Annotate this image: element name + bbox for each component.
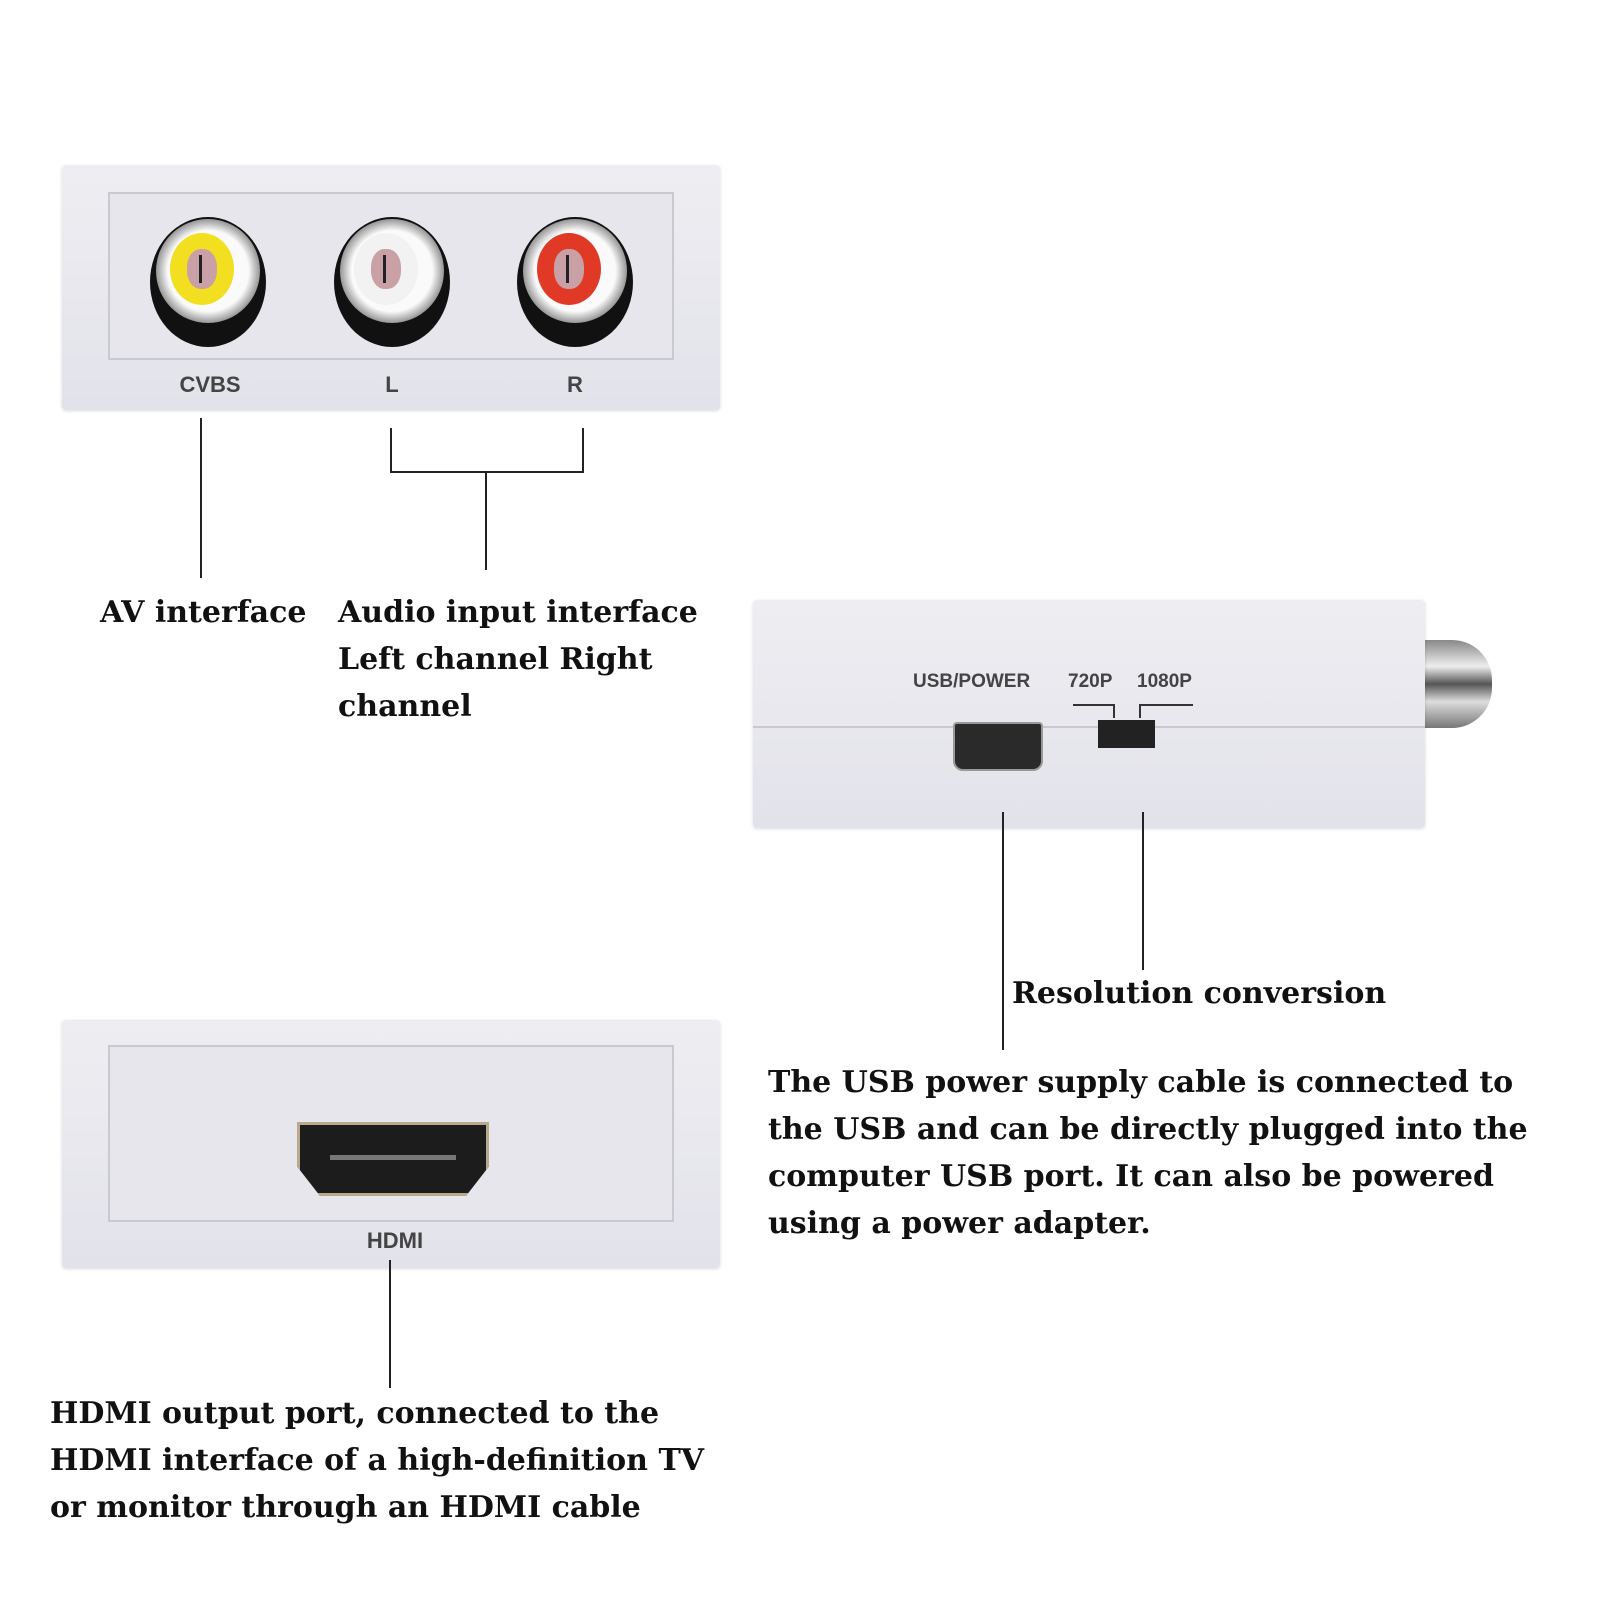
mini-usb-port <box>953 722 1043 771</box>
720p-label: 720P <box>1068 671 1113 692</box>
audio-bracket-right <box>582 428 584 473</box>
audio-input-caption: Audio input interface Left channel Right… <box>338 589 698 730</box>
caption-line: HDMI output port, connected to the <box>50 1396 660 1431</box>
usb-power-label: USB/POWER <box>913 671 1031 692</box>
caption-line: using a power adapter. <box>768 1206 1151 1241</box>
hdmi-port <box>297 1122 489 1196</box>
caption-line: Audio input interface <box>338 595 698 630</box>
hdmi-output-caption: HDMI output port, connected to the HDMI … <box>50 1390 704 1531</box>
left-audio-jack <box>334 217 450 347</box>
resolution-switch[interactable] <box>1098 720 1155 748</box>
av-interface-caption: AV interface <box>100 595 307 630</box>
left-label: L <box>385 372 399 397</box>
av-panel: CVBS L R <box>62 165 720 410</box>
hdmi-leader-line <box>389 1260 391 1388</box>
resolution-caption: Resolution conversion <box>1012 976 1387 1011</box>
hdmi-label: HDMI <box>366 1228 424 1253</box>
audio-bracket-left <box>390 428 392 473</box>
cvbs-label: CVBS <box>179 372 241 397</box>
audio-leader-line <box>485 472 487 570</box>
panel-seam <box>753 726 1425 728</box>
caption-line: The USB power supply cable is connected … <box>768 1065 1514 1100</box>
720p-tick <box>1073 704 1115 718</box>
right-label: R <box>567 372 583 397</box>
usb-leader-line <box>1002 812 1004 1050</box>
rca-plug <box>1420 640 1492 728</box>
1080p-label: 1080P <box>1137 671 1192 692</box>
right-audio-jack <box>517 217 633 347</box>
caption-line: HDMI interface of a high-definition TV <box>50 1443 705 1478</box>
caption-line: or monitor through an HDMI cable <box>50 1490 641 1525</box>
switch-leader-line <box>1142 812 1144 970</box>
caption-line: channel <box>338 689 472 724</box>
usb-power-caption: The USB power supply cable is connected … <box>768 1059 1528 1247</box>
hdmi-panel: HDMI <box>62 1020 720 1268</box>
1080p-tick <box>1139 704 1193 718</box>
audio-bracket-bar <box>390 471 584 473</box>
caption-line: computer USB port. It can also be powere… <box>768 1159 1494 1194</box>
caption-line: the USB and can be directly plugged into… <box>768 1112 1528 1147</box>
side-panel: USB/POWER 720P 1080P <box>753 600 1425 828</box>
hdmi-port-contacts <box>330 1155 456 1160</box>
av-leader-line <box>200 418 202 578</box>
caption-line: Left channel Right <box>338 642 653 677</box>
cvbs-jack <box>150 217 266 347</box>
